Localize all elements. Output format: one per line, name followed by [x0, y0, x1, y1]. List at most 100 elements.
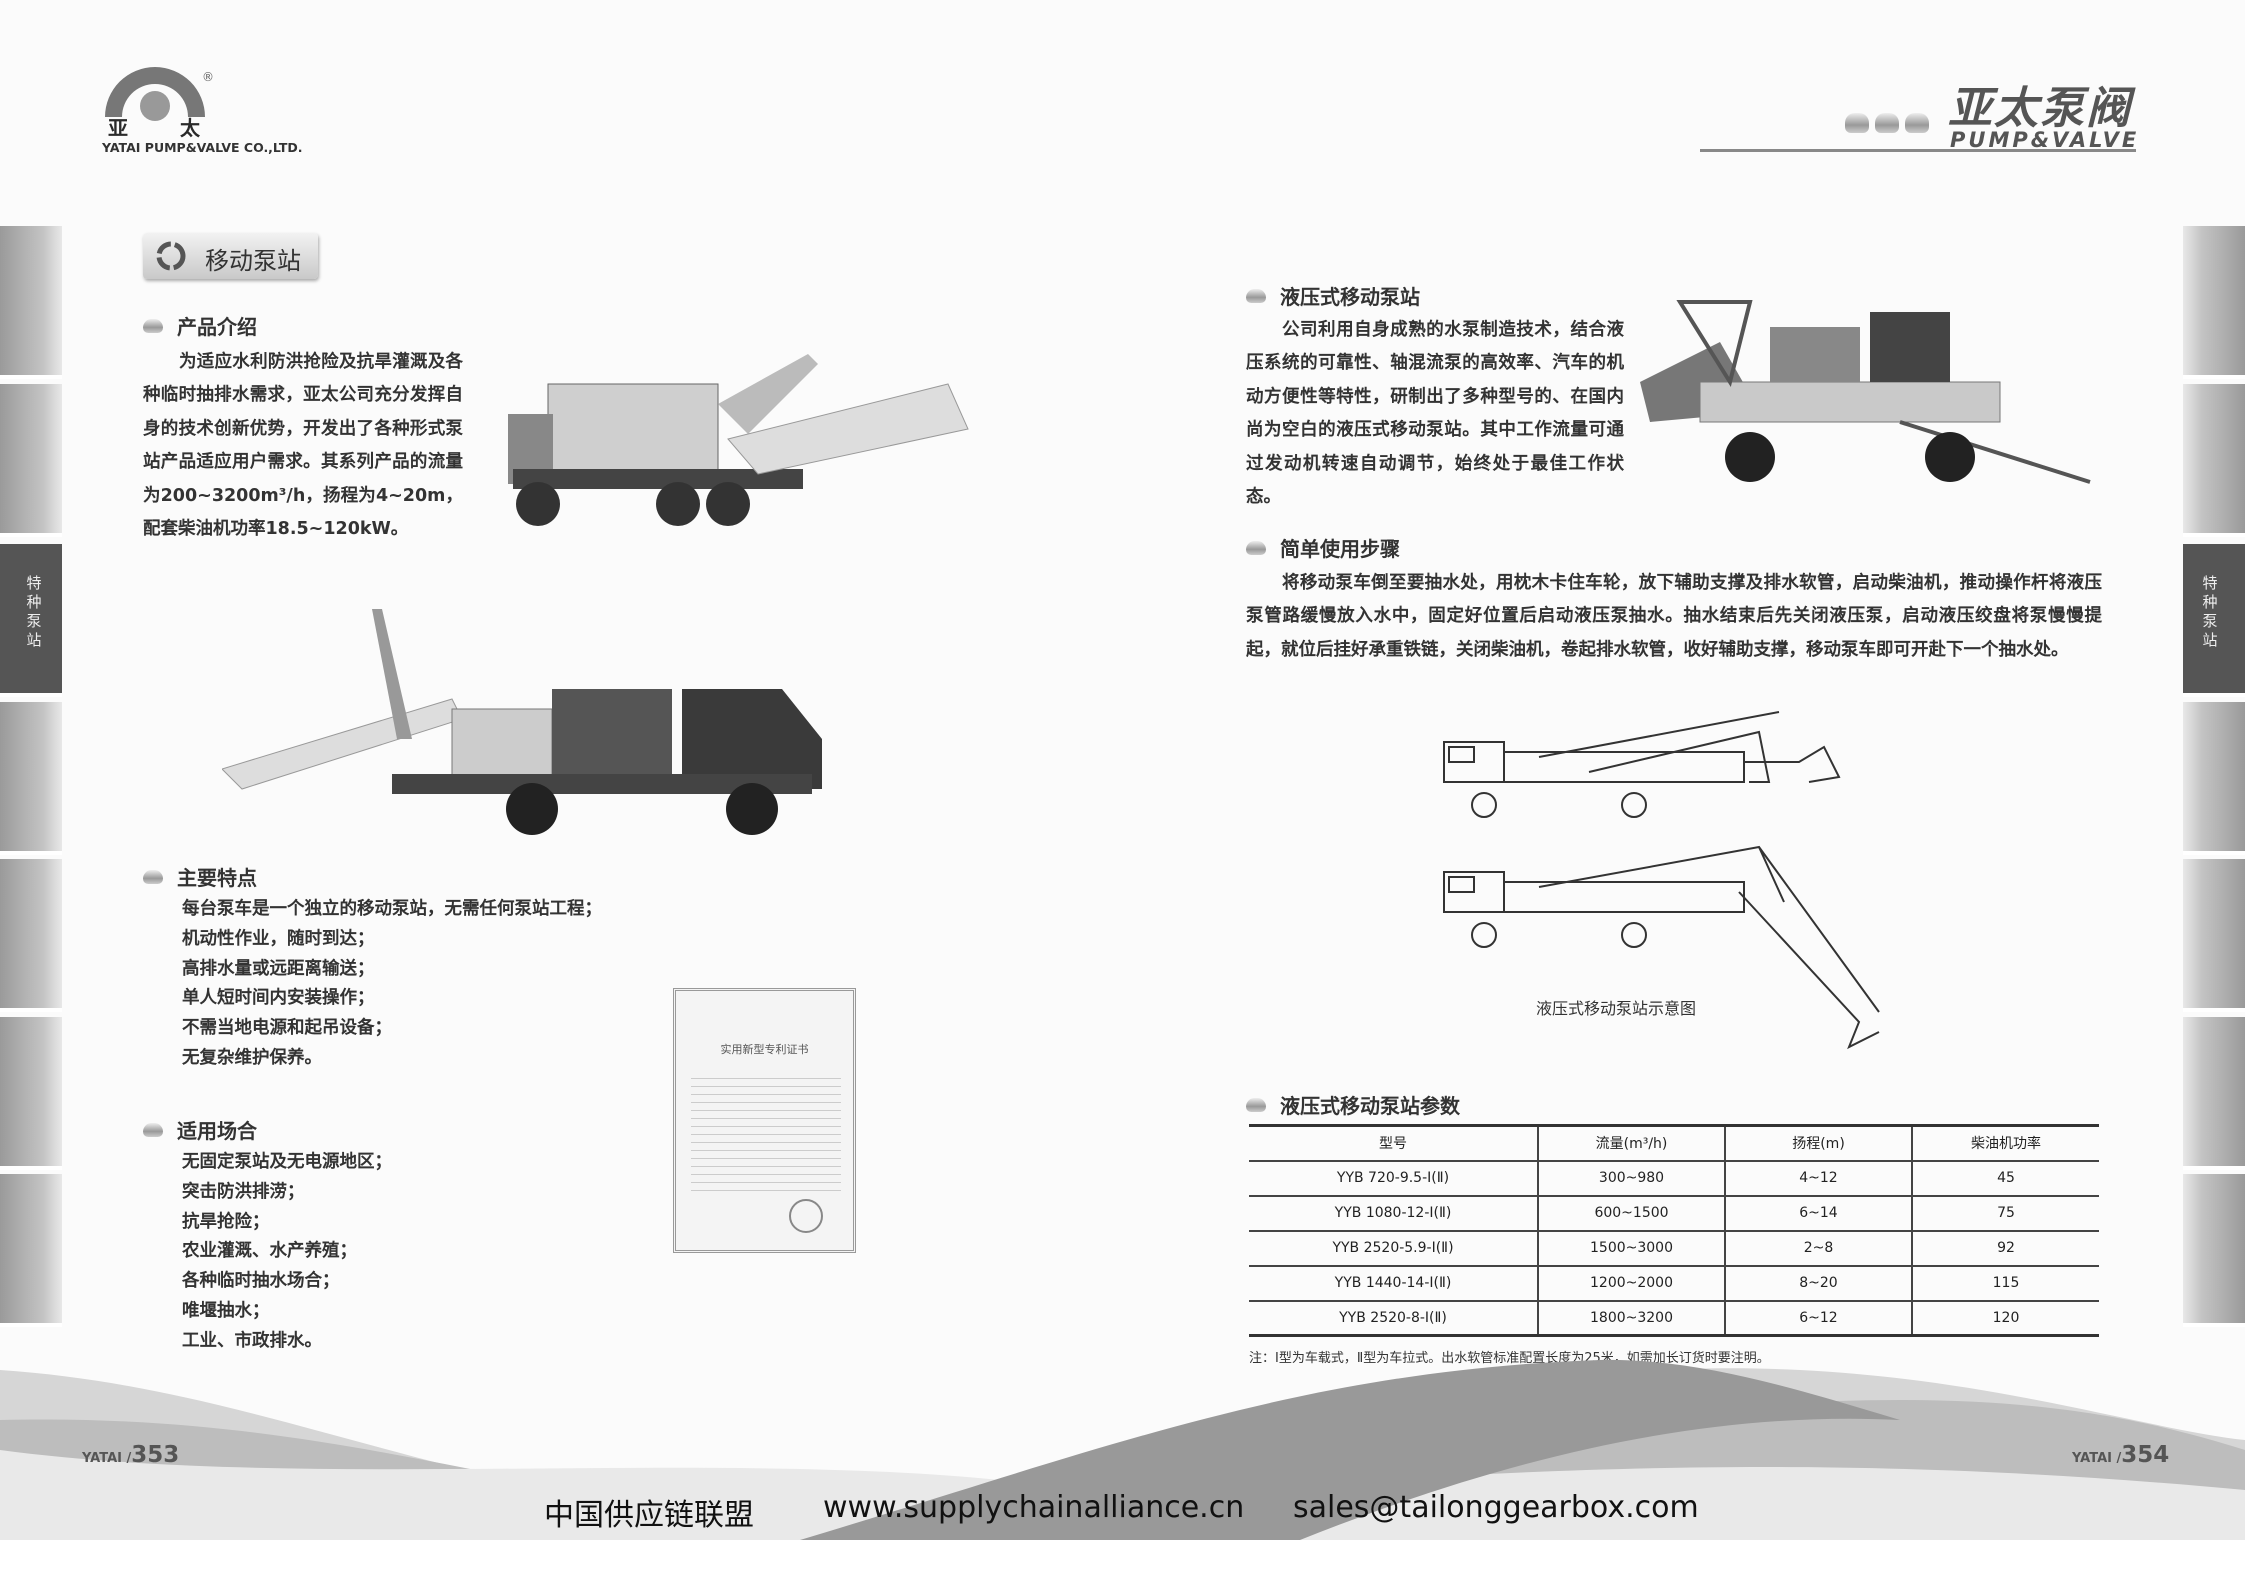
side-tab[interactable] [2183, 859, 2245, 1012]
table-cell: 45 [1912, 1160, 2099, 1197]
list-item: 农业灌溉、水产养殖； [182, 1241, 357, 1262]
certificate-title: 实用新型专利证书 [720, 1043, 809, 1056]
footer-url[interactable]: www.supplychainalliance.cn [823, 1490, 1245, 1525]
list-item: 无复杂维护保养。 [182, 1047, 322, 1068]
list-item: 工业、市政排水。 [182, 1330, 322, 1351]
table-cell: 1200~2000 [1538, 1265, 1726, 1302]
column-header: 扬程(m) [1725, 1125, 1913, 1162]
list-item: 无固定泵站及无电源地区； [182, 1152, 392, 1172]
side-tab[interactable] [2183, 702, 2245, 855]
side-tab-label: 特 [2202, 574, 2218, 592]
table-cell: YYB 1440-14-Ⅰ(Ⅱ) [1249, 1265, 1539, 1302]
bullet-icon [143, 1122, 163, 1137]
side-tab[interactable] [0, 702, 62, 855]
list-item: 单人短时间内安装操作； [182, 988, 375, 1009]
column-header: 型号 [1249, 1125, 1539, 1162]
table-cell: YYB 720-9.5-Ⅰ(Ⅱ) [1249, 1160, 1539, 1197]
side-tab[interactable] [2183, 226, 2245, 379]
applications-heading: 适用场合 [143, 1115, 257, 1144]
table-cell: 115 [1912, 1265, 2099, 1302]
side-tab[interactable] [2183, 1017, 2245, 1170]
hydraulic-heading: 液压式移动泵站 [1246, 281, 1420, 310]
list-item: 不需当地电源和起吊设备； [182, 1018, 392, 1039]
table-cell: 2~8 [1725, 1230, 1913, 1267]
hydraulic-text: 公司利用自身成熟的水泵制造技术，结合液压系统的可靠性、轴混流泵的高效率、汽车的机… [1246, 320, 1624, 508]
table-header-row: 型号流量(m³/h)扬程(m)柴油机功率 [1249, 1125, 2099, 1162]
registered-mark: ® [202, 70, 214, 84]
table-cell: 75 [1912, 1195, 2099, 1232]
side-tab[interactable]: 特种泵站 [2183, 544, 2245, 697]
page-number-left: YATAI /353 [82, 1442, 180, 1468]
brand-title: 亚太泵阀 [1948, 83, 2132, 134]
table-cell: 6~14 [1725, 1195, 1913, 1232]
column-header: 柴油机功率 [1912, 1125, 2099, 1162]
side-tab-label: 特 [26, 574, 42, 592]
logo-char: 亚 [108, 116, 128, 140]
side-tab-label: 站 [2202, 631, 2218, 649]
intro-heading: 产品介绍 [143, 311, 257, 340]
params-heading: 液压式移动泵站参数 [1246, 1090, 1460, 1119]
list-item: 机动性作业，随时到达； [182, 928, 375, 949]
logo-char: 太 [180, 116, 200, 140]
steps-text: 将移动泵车倒至要抽水处，用枕木卡住车轮，放下辅助支撑及排水软管，启动柴油机，推动… [1246, 573, 2102, 660]
page-number-right: YATAI /354 [2072, 1442, 2170, 1468]
truck-photo-2 [222, 609, 822, 835]
side-tab[interactable] [0, 1017, 62, 1170]
side-tab[interactable] [0, 859, 62, 1012]
side-tab[interactable] [2183, 1174, 2245, 1327]
table-cell: 6~12 [1725, 1300, 1913, 1337]
logo-arch-icon [105, 67, 205, 121]
side-tab-label: 泵 [2202, 612, 2218, 630]
bullet-icon [143, 869, 163, 884]
params-table: 型号流量(m³/h)扬程(m)柴油机功率 YYB 720-9.5-Ⅰ(Ⅱ)300… [1249, 1124, 2099, 1337]
hydraulic-station-diagram [1443, 711, 1880, 1050]
side-tab[interactable]: 特种泵站 [0, 544, 62, 697]
truck-photo-3 [1640, 300, 2091, 484]
column-header: 流量(m³/h) [1538, 1125, 1726, 1162]
patent-certificate: 实用新型专利证书 [673, 988, 856, 1253]
side-tab[interactable] [0, 384, 62, 537]
list-item: 每台泵车是一个独立的移动泵站，无需任何泵站工程； [182, 899, 602, 919]
brand-subtitle: PUMP&VALVE [1950, 128, 2140, 152]
side-tab[interactable] [0, 226, 62, 379]
features-list: 每台泵车是一个独立的移动泵站，无需任何泵站工程； 机动性作业，随时到达； 高排水量或… [182, 895, 602, 1074]
brand-balls-icon [1845, 113, 1929, 133]
footer-email[interactable]: sales@tailonggearbox.com [1293, 1490, 1699, 1525]
refresh-circle-icon [156, 241, 186, 271]
table-cell: 600~1500 [1538, 1195, 1726, 1232]
seal-icon [789, 1199, 823, 1233]
steps-heading: 简单使用步骤 [1246, 533, 1400, 562]
list-item: 高排水量或远距离输送； [182, 958, 375, 979]
table-cell: 120 [1912, 1300, 2099, 1337]
wave-decoration [0, 1359, 2245, 1540]
table-cell: 4~12 [1725, 1160, 1913, 1197]
header-divider [1700, 149, 2136, 152]
table-cell: YYB 2520-5.9-Ⅰ(Ⅱ) [1249, 1230, 1539, 1267]
intro-text: 为适应水利防洪抢险及抗旱灌溉及各种临时抽排水需求，亚太公司充分发挥自身的技术创新… [143, 352, 463, 540]
table-cell: 8~20 [1725, 1265, 1913, 1302]
list-item: 唯堰抽水； [182, 1300, 270, 1321]
company-name: YATAI PUMP&VALVE CO.,LTD. [102, 140, 303, 155]
side-tab[interactable] [0, 1174, 62, 1327]
truck-photo-1 [508, 354, 969, 526]
side-tab-label: 站 [26, 631, 42, 649]
table-cell: YYB 1080-12-Ⅰ(Ⅱ) [1249, 1195, 1539, 1232]
company-logo: ® 亚 太 YATAI PUMP&VALVE CO.,LTD. [100, 62, 320, 157]
list-item: 突击防洪排涝； [182, 1181, 305, 1202]
bullet-icon [143, 318, 163, 333]
table-cell: 92 [1912, 1230, 2099, 1267]
table-cell: 300~980 [1538, 1160, 1726, 1197]
diagram-caption: 液压式移动泵站示意图 [1536, 999, 1697, 1018]
features-heading: 主要特点 [143, 862, 257, 891]
side-tab[interactable] [2183, 384, 2245, 537]
side-tab-label: 泵 [26, 612, 42, 630]
section-title: 移动泵站 [205, 247, 301, 275]
section-title-box: 移动泵站 [143, 233, 318, 279]
bullet-icon [1246, 540, 1266, 555]
list-item: 各种临时抽水场合； [182, 1271, 340, 1292]
table-cell: 1800~3200 [1538, 1300, 1726, 1337]
